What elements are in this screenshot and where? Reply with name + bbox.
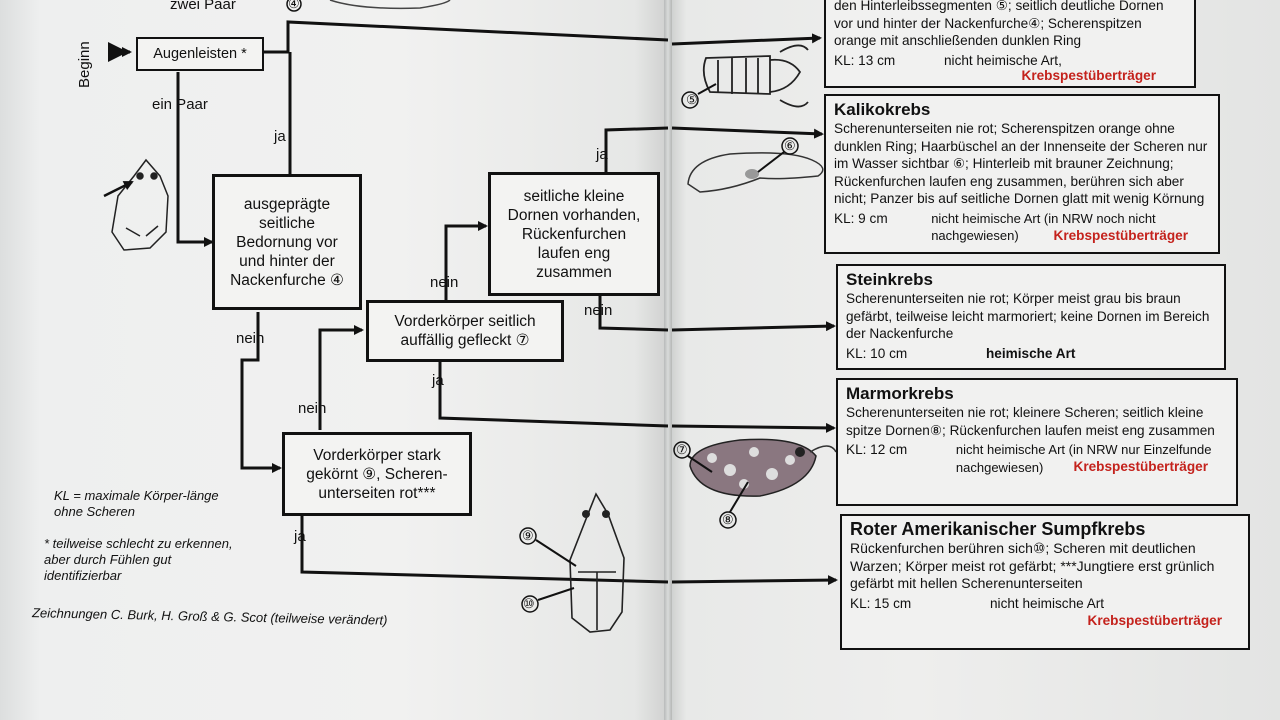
box-bedornung: ausgeprägte seitliche Bedornung vor und … xyxy=(212,174,362,310)
species-1-status: nicht heimische Art (in NRW noch nicht n… xyxy=(931,210,1156,244)
marker-8: ⑧ xyxy=(722,512,734,527)
note-asterisk: * teilweise schlecht zu erkennen, aber d… xyxy=(44,536,233,583)
species-box-0: den Hinterleibssegmenten ⑤; seitlich deu… xyxy=(824,0,1196,88)
species-1-title: Kalikokrebs xyxy=(834,100,931,119)
claw-drawing xyxy=(687,152,824,193)
marker-5: ⑤ xyxy=(686,92,698,107)
species-0-text: den Hinterleibssegmenten ⑤; seitlich deu… xyxy=(834,0,1164,48)
species-4-status: nicht heimische Art xyxy=(990,595,1105,611)
species-1-kl: KL: 9 cm xyxy=(834,210,888,226)
label-ja-1: ja xyxy=(274,128,286,145)
species-box-sumpfkrebs: Roter Amerikanischer Sumpfkrebs Rückenfu… xyxy=(840,514,1250,650)
species-2-title: Steinkrebs xyxy=(846,270,933,289)
box-augenleisten: Augenleisten * xyxy=(136,37,264,71)
box-gekoernt: Vorderkörper stark gekörnt ⑨, Scheren-un… xyxy=(282,432,472,516)
marker-4: ④ xyxy=(288,0,300,11)
label-nein-4: nein xyxy=(298,400,327,417)
label-ja-3: ja xyxy=(432,372,444,389)
label-ja-2: ja xyxy=(596,146,608,163)
marker-10: ⑩ xyxy=(523,596,535,611)
marbled-crayfish-drawing xyxy=(689,438,837,497)
species-1-warning: Krebspestüberträger xyxy=(1053,227,1188,243)
box-dornen: seitliche kleine Dornen vorhanden, Rücke… xyxy=(488,172,660,296)
species-2-kl: KL: 10 cm xyxy=(846,345,908,361)
species-box-kalikokrebs: Kalikokrebs Scherenunterseiten nie rot; … xyxy=(824,94,1220,254)
label-ein-paar: ein Paar xyxy=(152,96,208,113)
species-0-status: nicht heimische Art, xyxy=(944,52,1062,68)
species-2-text: Scherenunterseiten nie rot; Körper meist… xyxy=(846,291,1210,341)
species-4-kl: KL: 15 cm xyxy=(850,595,912,611)
species-4-text: Rückenfurchen berühren sich⑩; Scheren mi… xyxy=(850,540,1215,591)
start-label: Beginn xyxy=(76,41,93,88)
label-zwei-paar: zwei Paar xyxy=(170,0,236,13)
crayfish-tail-drawing xyxy=(702,44,809,108)
marker-7: ⑦ xyxy=(676,442,688,457)
species-3-text: Scherenunterseiten nie rot; kleinere Sch… xyxy=(846,405,1215,438)
species-box-marmorkrebs: Marmorkrebs Scherenunterseiten nie rot; … xyxy=(836,378,1238,506)
crayfish-head-drawing xyxy=(111,158,169,251)
species-3-kl: KL: 12 cm xyxy=(846,442,908,457)
species-1-text: Scherenunterseiten nie rot; Scherenspitz… xyxy=(834,121,1208,206)
species-2-status: heimische Art xyxy=(986,345,1076,361)
book-gutter xyxy=(664,0,672,720)
species-3-title: Marmorkrebs xyxy=(846,384,954,403)
marker-9: ⑨ xyxy=(522,528,534,543)
species-3-warning: Krebspestüberträger xyxy=(1073,459,1208,474)
box-gefleckt: Vorderkörper seitlich auffällig gefleckt… xyxy=(366,300,564,362)
species-4-title: Roter Amerikanischer Sumpfkrebs xyxy=(850,519,1146,539)
swamp-crayfish-drawing xyxy=(569,492,625,633)
marker-6: ⑥ xyxy=(784,138,796,153)
note-kl: KL = maximale Körper-länge ohne Scheren xyxy=(54,488,219,519)
species-box-steinkrebs: Steinkrebs Scherenunterseiten nie rot; K… xyxy=(836,264,1226,370)
label-nein-2: nein xyxy=(430,274,459,291)
species-0-warning: Krebspestüberträger xyxy=(1021,68,1156,83)
species-0-kl: KL: 13 cm xyxy=(834,52,896,68)
species-3-status: nicht heimische Art (in NRW nur Einzelfu… xyxy=(955,442,1212,475)
species-4-warning: Krebspestüberträger xyxy=(1087,613,1222,628)
label-nein-1: nein xyxy=(236,330,265,347)
label-ja-4: ja xyxy=(294,528,306,545)
label-nein-3: nein xyxy=(584,302,613,319)
